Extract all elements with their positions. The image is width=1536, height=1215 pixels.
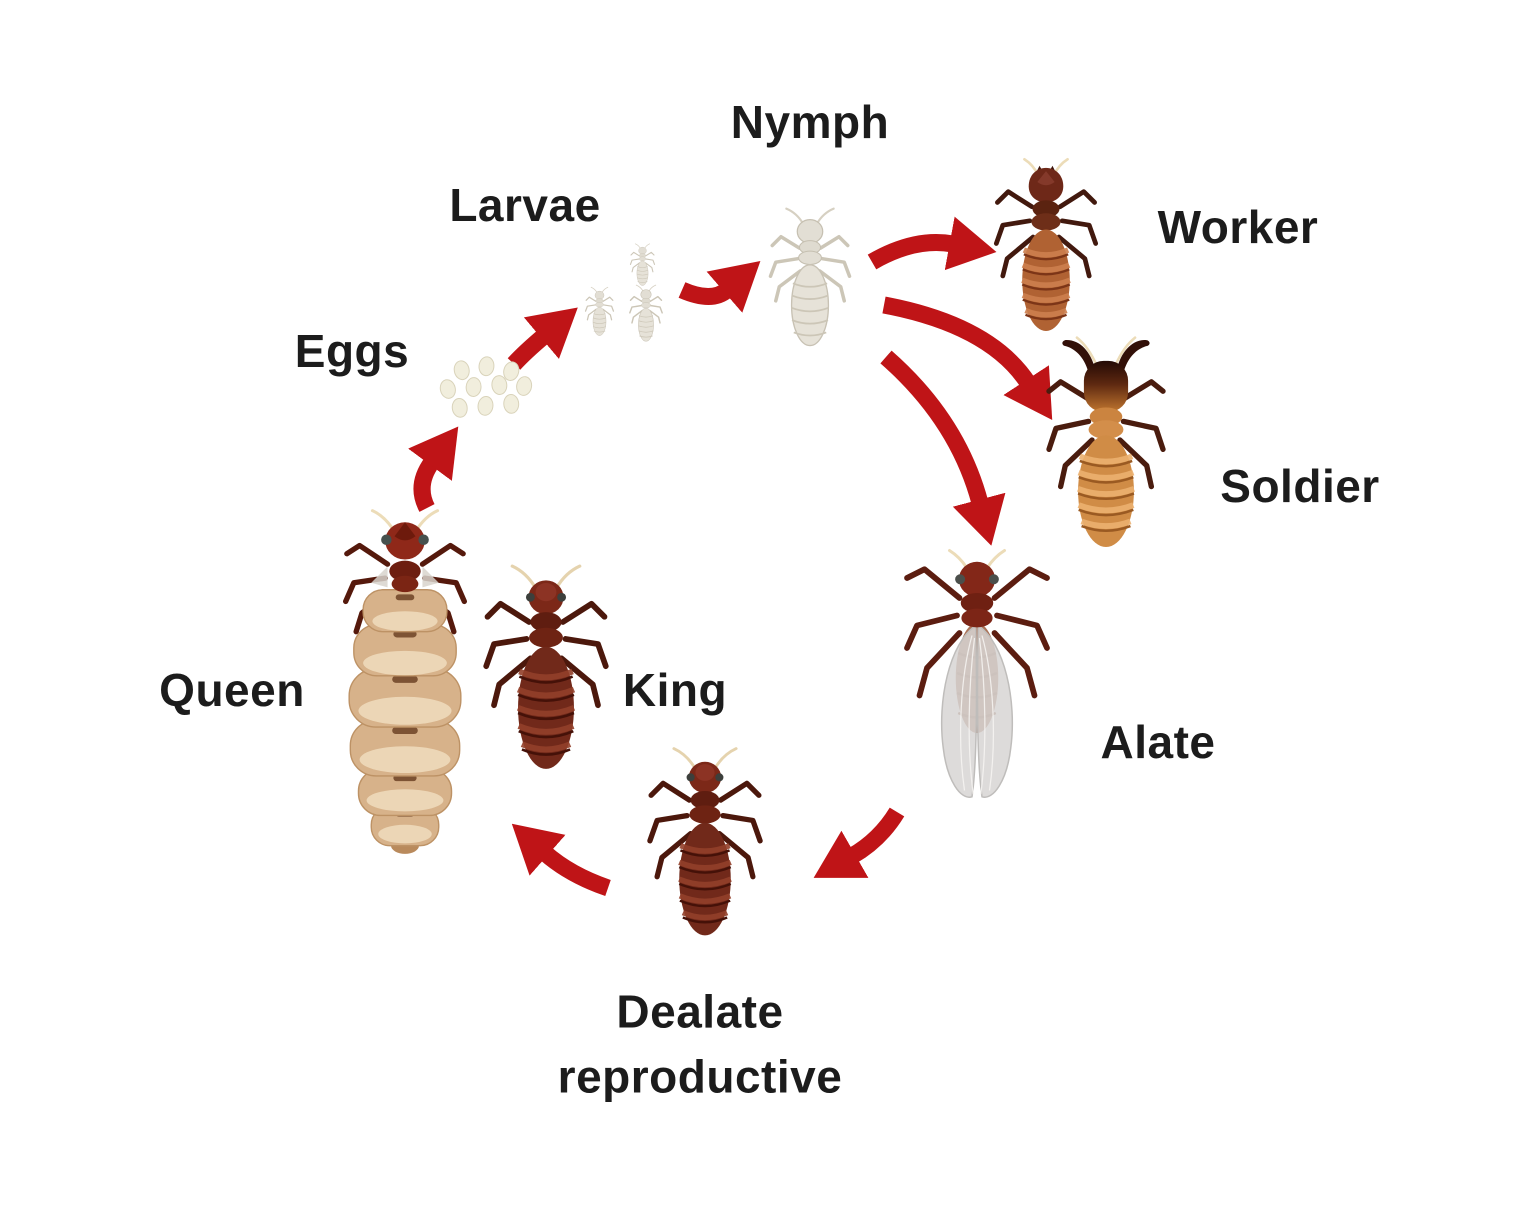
stage-label-dealate-line2: reproductive [557, 1051, 843, 1103]
stage-label-soldier: Soldier [1220, 460, 1380, 512]
stage-label-nymph: Nymph [730, 96, 890, 148]
arrow-dealate-to-queen [511, 823, 611, 897]
arrow-nymph-to-worker [867, 216, 997, 271]
arrow-alate-to-dealate [813, 807, 905, 878]
larva-illustration [628, 284, 664, 346]
stage-label-alate: Alate [1100, 716, 1216, 768]
larva-illustration [629, 243, 656, 289]
stage-label-king: King [622, 664, 728, 716]
arrow-queen-to-eggs [408, 426, 459, 512]
queen-illustration [341, 506, 469, 855]
stage-label-dealate-line1: Dealate [616, 985, 784, 1038]
eggs-illustration [432, 356, 536, 428]
alate-illustration [902, 548, 1052, 813]
worker-illustration [992, 157, 1100, 343]
dealate-reproductive-illustration [645, 745, 765, 951]
stage-label-eggs: Eggs [294, 325, 410, 377]
arrow-nymph-to-soldier [882, 296, 1053, 420]
arrow-nymph-to-alate [880, 350, 1006, 546]
soldier-illustration [1042, 333, 1170, 554]
nymph-illustration [766, 206, 854, 357]
arrow-eggs-to-larvae [507, 307, 578, 370]
stage-label-larvae: Larvae [449, 179, 601, 231]
king-illustration [481, 562, 611, 786]
larva-illustration [584, 286, 615, 340]
stage-label-worker: Worker [1157, 201, 1319, 253]
stage-label-queen: Queen [159, 664, 305, 716]
arrow-larvae-to-nymph [678, 261, 761, 313]
stage-label-dealate-reproductive: Dealate reproductive [558, 980, 843, 1111]
